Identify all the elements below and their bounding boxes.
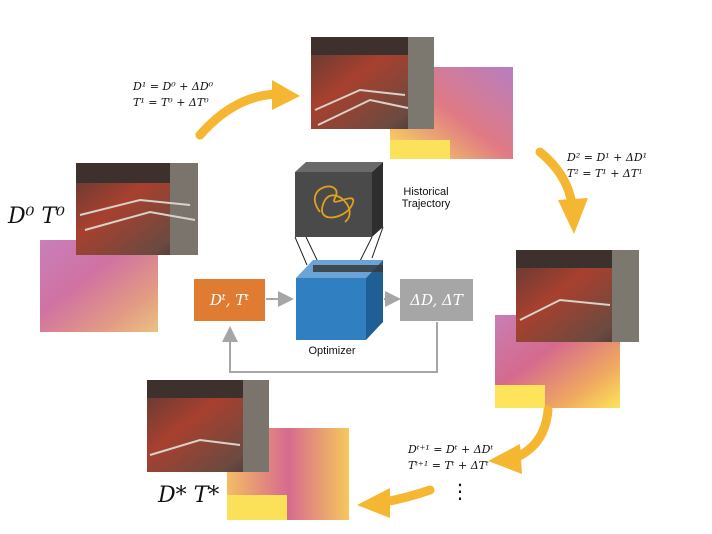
feedback-loop-line (222, 322, 438, 373)
depth-map-initial (40, 240, 158, 332)
cycle-arrow-4 (357, 485, 435, 518)
equation-step2-pose: T² = T¹ + ΔT¹ (567, 167, 643, 180)
equation-step-t-depth: Dᵗ⁺¹ = Dᵗ + ΔDᵗ (408, 443, 494, 456)
current-state-label: Dᵗ, Tᵗ (210, 291, 249, 309)
current-state-box: Dᵗ, Tᵗ (194, 279, 265, 321)
historical-caption-line2: Trajectory (401, 198, 451, 210)
image-pair-step2 (495, 250, 639, 408)
equation-step2-depth: D² = D¹ + ΔD¹ (567, 151, 648, 164)
equation-step2: D² = D¹ + ΔD¹ T² = T¹ + ΔT¹ (567, 150, 647, 182)
trajectory-curve (313, 185, 355, 223)
final-state-label: D* T* (158, 483, 220, 508)
update-box: ΔD, ΔT (400, 279, 473, 321)
equation-step1-depth: D¹ = D⁰ + ΔD⁰ (133, 80, 214, 93)
equation-step1-pose: T¹ = T⁰ + ΔT⁰ (133, 96, 209, 109)
continuation-ellipsis: ⋮ (450, 479, 470, 503)
optimizer-caption: Optimizer (308, 345, 356, 357)
historical-trajectory-caption: Historical Trajectory (380, 186, 472, 210)
image-pair-step1 (311, 37, 513, 159)
cycle-arrow-3 (488, 405, 553, 474)
initial-state-label: D⁰ T⁰ (8, 204, 65, 229)
equation-step-t: Dᵗ⁺¹ = Dᵗ + ΔDᵗ Tᵗ⁺¹ = Tᵗ + ΔTᵗ (408, 442, 493, 474)
update-label: ΔD, ΔT (410, 291, 463, 309)
optimizer-cube (296, 260, 383, 340)
cycle-arrow-2 (535, 147, 588, 234)
equation-step1: D¹ = D⁰ + ΔD⁰ T¹ = T⁰ + ΔT⁰ (133, 79, 213, 111)
image-pair-final (147, 380, 349, 520)
equation-step-t-pose: Tᵗ⁺¹ = Tᵗ + ΔTᵗ (408, 459, 489, 472)
historical-caption-line1: Historical (403, 186, 449, 198)
historical-trajectory-cube (295, 162, 383, 237)
cycle-arrow-1 (195, 80, 300, 140)
connector-lines (294, 226, 384, 266)
image-pair-initial (40, 163, 198, 332)
